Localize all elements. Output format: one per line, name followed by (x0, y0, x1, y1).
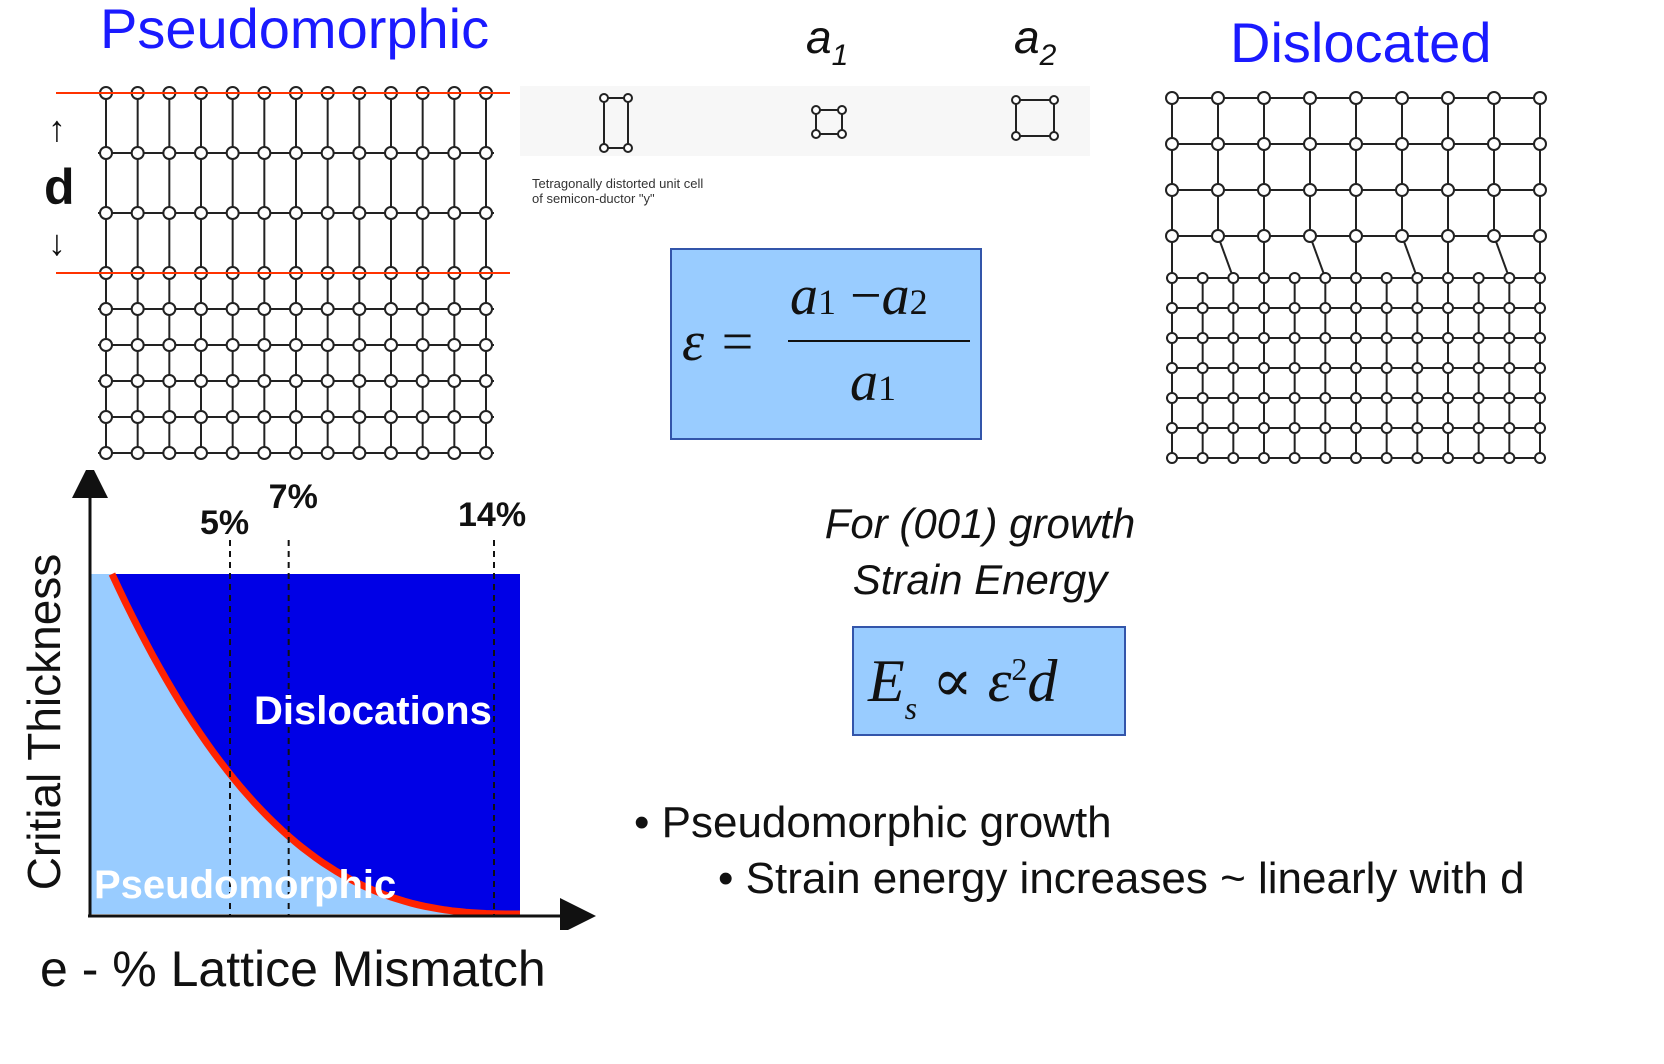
x-axis-label: e - % Lattice Mismatch (40, 941, 546, 997)
a1-unit-cell-icon (811, 105, 847, 139)
marker-label-7: 7% (269, 478, 318, 516)
pseudomorphic-title: Pseudomorphic (100, 0, 490, 60)
pseudomorphic-lattice (56, 86, 510, 460)
marker-label-5: 5% (200, 504, 249, 542)
a2-label: a2 (1014, 11, 1057, 72)
strain-numerator: a1 −a2 (790, 265, 928, 327)
critical-thickness-graph: 5% 7% 14% Dislocations Pseudomorphic (72, 470, 596, 930)
unit-cell-caption: Tetragonally distorted unit cell of semi… (532, 176, 704, 206)
strain-denominator: a1 (850, 351, 896, 413)
pseudomorphic-region (90, 574, 520, 914)
dislocations-region-label: Dislocations (254, 689, 492, 733)
a2-unit-cell-icon (1011, 95, 1059, 141)
dislocated-title: Dislocated (1230, 11, 1492, 74)
critical-thickness-curve (108, 572, 520, 918)
marker-label-14: 14% (458, 496, 526, 534)
strain-lhs: ε = (682, 311, 756, 373)
dislocated-lattice (1165, 91, 1547, 464)
bullet-pseudomorphic-growth: • Pseudomorphic growth (634, 798, 1112, 847)
tetragonal-unit-cell-icon (599, 93, 633, 153)
energy-equation-box: Es ∝ ε2d (852, 626, 1126, 736)
d-label: d (44, 159, 75, 215)
strain-fraction-bar (788, 340, 970, 342)
energy-equation: Es ∝ ε2d (868, 648, 1058, 726)
down-arrow: ↓ (48, 222, 66, 263)
a1-label: a1 (806, 11, 849, 72)
up-arrow: ↑ (48, 108, 66, 149)
pseudomorphic-region-label: Pseudomorphic (94, 863, 396, 907)
growth-orientation-text: For (001) growth (824, 500, 1136, 547)
strain-energy-heading: Strain Energy (852, 556, 1108, 603)
bullet-strain-energy: • Strain energy increases ~ linearly wit… (718, 854, 1525, 903)
y-axis-label: Critial Thickness (18, 553, 70, 891)
strain-equation-box: ε = a1 −a2 a1 (670, 248, 982, 440)
